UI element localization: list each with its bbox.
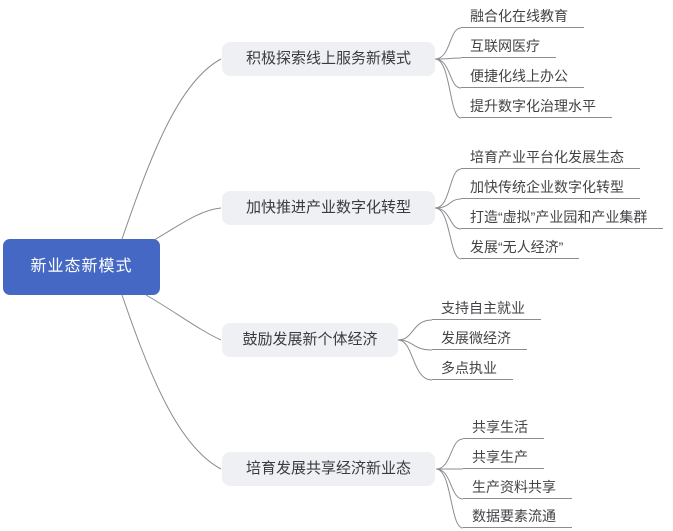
connector-branch2-leaf1 xyxy=(434,168,462,209)
leaf-node[interactable]: 生产资料共享 xyxy=(463,477,572,499)
connector-root-branch3 xyxy=(145,294,222,341)
connector-branch1-leaf1 xyxy=(434,27,462,60)
leaf-node[interactable]: 加快传统企业数字化转型 xyxy=(461,177,640,199)
leaf-node[interactable]: 互联网医疗 xyxy=(461,36,556,58)
connector-branch3-leaf3 xyxy=(397,339,433,381)
leaf-node[interactable]: 支持自主就业 xyxy=(432,298,541,320)
leaf-node[interactable]: 发展微经济 xyxy=(432,328,527,350)
leaf-node[interactable]: 多点执业 xyxy=(432,358,513,380)
leaf-node[interactable]: 便捷化线上办公 xyxy=(461,66,584,88)
leaf-node[interactable]: 共享生活 xyxy=(463,417,544,439)
connector-branch1-leaf2 xyxy=(434,57,462,60)
connector-branch4-leaf1 xyxy=(435,438,464,470)
root-node[interactable]: 新业态新模式 xyxy=(3,239,160,295)
leaf-node[interactable]: 打造“虚拟”产业园和产业集群 xyxy=(461,207,664,229)
connector-branch2-leaf4 xyxy=(434,207,462,260)
connector-root-branch2 xyxy=(153,207,222,241)
connector-root-branch1 xyxy=(121,58,222,240)
connector-branch1-leaf4 xyxy=(434,58,462,119)
leaf-node[interactable]: 提升数字化治理水平 xyxy=(461,96,612,118)
branch-node-online-services[interactable]: 积极探索线上服务新模式 xyxy=(222,42,435,76)
connector-branch2-leaf2 xyxy=(434,198,462,209)
leaf-node[interactable]: 数据要素流通 xyxy=(463,506,572,528)
branch-node-sharing-economy[interactable]: 培育发展共享经济新业态 xyxy=(222,452,435,486)
connector-root-branch4 xyxy=(121,294,222,470)
leaf-node[interactable]: 融合化在线教育 xyxy=(461,6,584,28)
leaf-node[interactable]: 培育产业平台化发展生态 xyxy=(461,147,640,169)
connector-branch4-leaf4 xyxy=(435,468,464,529)
leaf-node[interactable]: 共享生产 xyxy=(463,447,544,469)
branch-node-digital-transform[interactable]: 加快推进产业数字化转型 xyxy=(222,191,435,225)
branch-node-individual-economy[interactable]: 鼓励发展新个体经济 xyxy=(222,323,398,357)
leaf-node[interactable]: 发展“无人经济” xyxy=(461,237,580,259)
connector-branch3-leaf1 xyxy=(397,319,433,341)
